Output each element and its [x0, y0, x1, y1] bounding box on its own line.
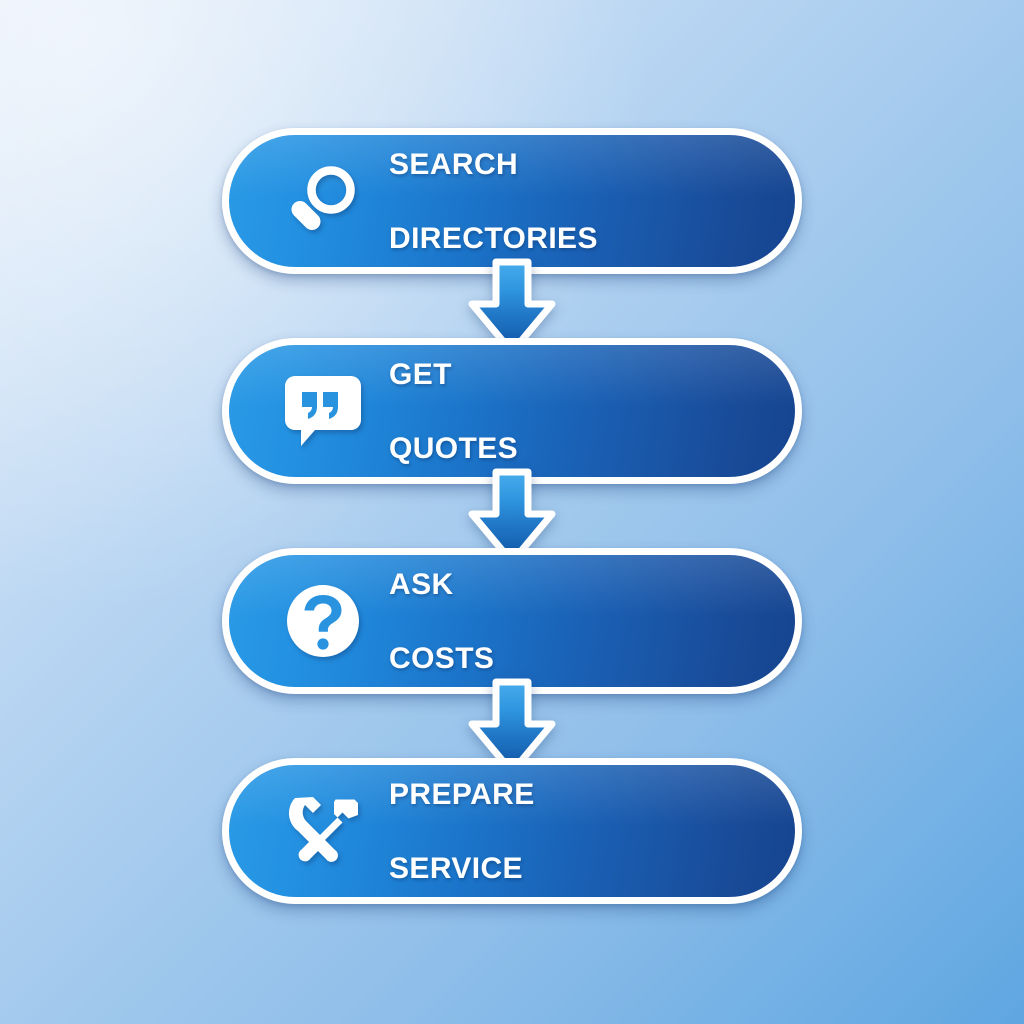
connector-gap-3 — [222, 678, 802, 776]
magnifier-icon — [271, 155, 375, 247]
step-4-label: PREPARE SERVICE — [389, 765, 535, 897]
arrow-down-icon — [460, 466, 564, 570]
step-2-label-line1: GET — [389, 357, 452, 391]
step-1-label-line2: DIRECTORIES — [389, 221, 598, 255]
quote-bubble-icon — [271, 365, 375, 457]
connector-gap-2 — [222, 468, 802, 566]
step-1-search-directories[interactable]: SEARCH DIRECTORIES — [222, 128, 802, 274]
step-2-get-quotes[interactable]: GET QUOTES — [222, 338, 802, 484]
question-circle-icon — [271, 575, 375, 667]
connector-gap-1 — [222, 258, 802, 356]
step-3-label-line1: ASK — [389, 567, 454, 601]
tools-icon — [271, 785, 375, 877]
step-1-label-line1: SEARCH — [389, 147, 519, 181]
step-4-label-line2: SERVICE — [389, 851, 523, 885]
arrow-down-icon — [460, 256, 564, 360]
step-4-prepare-service[interactable]: PREPARE SERVICE — [222, 758, 802, 904]
step-1-label: SEARCH DIRECTORIES — [389, 135, 598, 267]
step-3-label: ASK COSTS — [389, 555, 495, 687]
step-2-label-line2: QUOTES — [389, 431, 519, 465]
flow-steps-column: SEARCH DIRECTORIES — [222, 128, 802, 904]
step-3-ask-costs[interactable]: ASK COSTS — [222, 548, 802, 694]
arrow-down-icon — [460, 676, 564, 780]
step-3-label-line2: COSTS — [389, 641, 495, 675]
step-2-label: GET QUOTES — [389, 345, 519, 477]
step-4-label-line1: PREPARE — [389, 777, 535, 811]
